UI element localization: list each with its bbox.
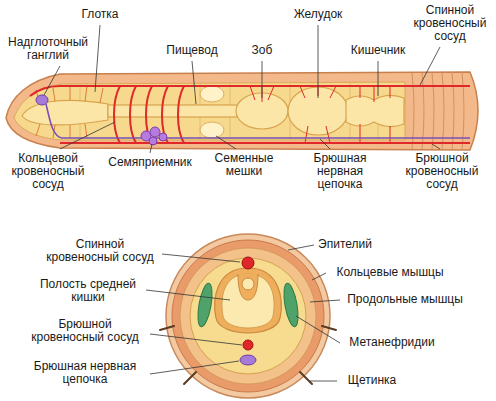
- blood-vessels: [178, 86, 184, 143]
- cross-section: [184, 372, 196, 384]
- cross-section: [160, 234, 336, 398]
- cross-section: [166, 234, 330, 398]
- cross-section: [172, 240, 324, 392]
- leader-lines: [310, 300, 340, 302]
- part-label: Полость средней кишки: [32, 278, 144, 304]
- cross-section: [215, 268, 282, 333]
- cross-section: [300, 372, 312, 384]
- blood-vessels: [30, 86, 470, 96]
- cross-section: [281, 282, 300, 327]
- part-label: Зоб: [242, 44, 282, 57]
- pharynx-muscles: [85, 86, 87, 101]
- part-label: Брюшная нервная цепочка: [26, 360, 144, 386]
- nerve-chain: [36, 95, 470, 138]
- leader-lines: [262, 61, 263, 98]
- cross-section: [322, 326, 336, 330]
- body-cavity: [14, 82, 405, 140]
- leader-lines: [320, 139, 330, 149]
- cross-section: [222, 274, 274, 328]
- cross-section: [160, 326, 336, 384]
- blood-vessels: [60, 142, 470, 144]
- seminal-sacs: [200, 86, 224, 102]
- pharynx-muscles: [36, 124, 40, 136]
- part-label: Спинной кровеносный сосуд: [408, 4, 492, 43]
- part-label: Щетинка: [337, 374, 407, 387]
- part-label: Эпителий: [310, 238, 380, 251]
- nerve-chain: [36, 95, 48, 105]
- cross-section: [240, 355, 256, 365]
- seminal-sacs: [200, 86, 224, 138]
- leader-lines: [192, 61, 196, 104]
- cross-section: [242, 257, 254, 269]
- leader-lines: [420, 47, 440, 85]
- seminal-sacs: [200, 122, 224, 138]
- cross-section: [242, 278, 254, 290]
- leader-lines: [95, 25, 100, 92]
- gut: [22, 100, 108, 125]
- pharynx-muscles: [100, 88, 103, 103]
- leader-lines: [162, 254, 240, 262]
- pharynx-muscles: [53, 88, 55, 101]
- leader-lines: [432, 144, 440, 149]
- leader-lines: [146, 290, 230, 300]
- part-label: Семяприемник: [102, 156, 198, 169]
- part-label: Кишечник: [343, 44, 413, 57]
- leader-lines: [288, 245, 314, 250]
- part-label: Брюшной кровеносный сосуд: [400, 152, 484, 191]
- gut: [346, 95, 404, 126]
- leader-lines: [216, 136, 236, 149]
- blood-vessels: [130, 86, 136, 143]
- leader-lines: [296, 316, 340, 343]
- seminal-receptacle: [149, 137, 157, 145]
- blood-vessels: [305, 126, 330, 143]
- septa: [80, 83, 378, 140]
- body-cavity: [14, 82, 405, 140]
- cross-section: [180, 248, 316, 384]
- part-label: Продольные мышцы: [343, 293, 467, 306]
- leader-lines: [318, 25, 319, 98]
- pharynx-muscles: [70, 86, 71, 100]
- blood-vessels: [360, 124, 390, 143]
- part-label: Спинной кровеносный сосуд: [41, 238, 159, 264]
- blood-vessels: [114, 86, 120, 143]
- worm-body: [6, 72, 478, 150]
- seminal-receptacle: [141, 127, 167, 145]
- part-label: Кольцевые мышцы: [328, 266, 452, 279]
- cross-section: [243, 340, 253, 350]
- blood-vessels: [360, 86, 390, 102]
- part-label: Брюшная нервная цепочка: [305, 152, 375, 191]
- leader-lines: [44, 66, 60, 95]
- part-label: Семенные мешки: [204, 152, 284, 178]
- cross-section: [190, 258, 306, 374]
- blood-vessels: [30, 86, 470, 143]
- leader-lines: [312, 273, 326, 280]
- leader-lines: [60, 122, 115, 149]
- gut: [108, 105, 238, 117]
- leader-lines: [150, 361, 239, 374]
- part-label: Метанефридии: [342, 336, 442, 349]
- cross-section: [238, 274, 258, 300]
- blood-vessels: [250, 86, 390, 143]
- pharynx-muscles: [36, 86, 103, 138]
- part-label: Глотка: [70, 8, 130, 21]
- leader-lines: [150, 334, 242, 345]
- pharynx-muscles: [70, 125, 71, 138]
- part-label: Кольцевой кровеносный сосуд: [3, 152, 93, 191]
- seminal-receptacle: [150, 127, 160, 137]
- cross-section: [195, 282, 214, 327]
- part-label: Надглоточный ганглий: [3, 36, 93, 62]
- part-label: Желудок: [283, 8, 353, 21]
- leader-lines: [378, 61, 379, 96]
- part-label: Брюшной кровеносный сосуд: [26, 318, 144, 344]
- nerve-chain: [46, 104, 470, 138]
- part-label: Пищевод: [157, 44, 227, 57]
- leader-lines: [150, 144, 152, 153]
- worm-body: [6, 72, 478, 150]
- leader-lines: [310, 381, 337, 382]
- seminal-receptacle: [159, 133, 167, 141]
- cross-section: [160, 326, 174, 330]
